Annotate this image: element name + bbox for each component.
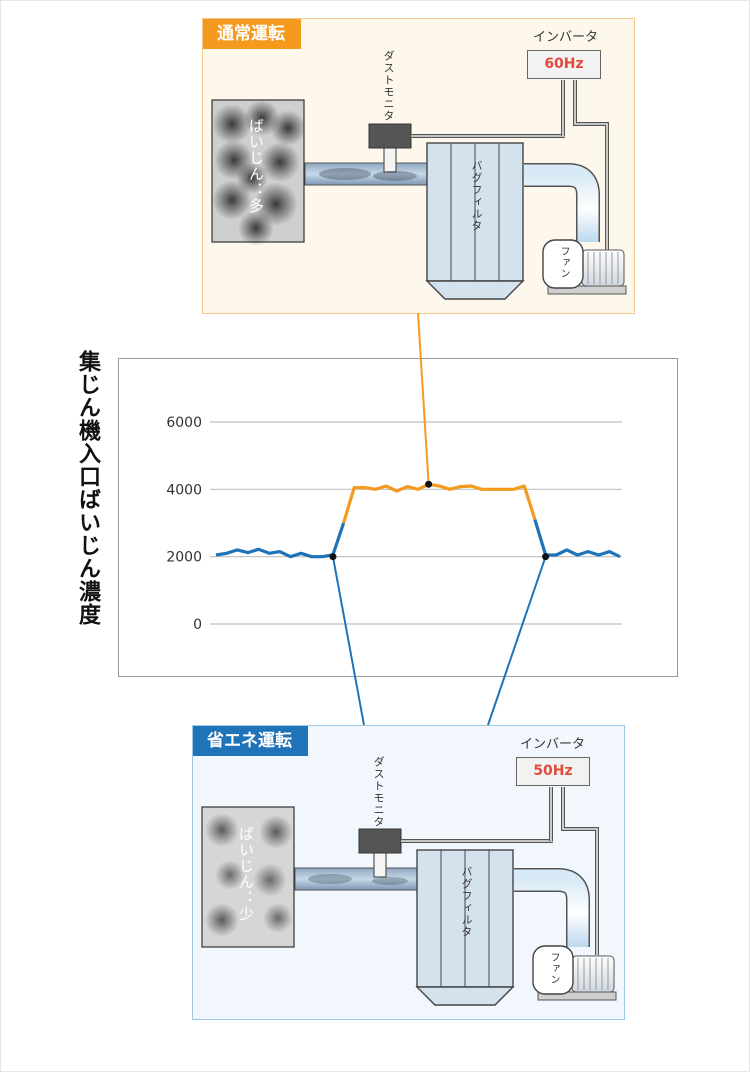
eco-dust-label: ばいじん：少 [237,826,255,922]
eco-fan-label: ファン [548,952,559,985]
chart-marker-2 [542,553,550,561]
y-axis-title: 集じん機入口ばいじん濃度 [75,350,100,626]
normal-equipment [211,80,627,300]
normal-dust-monitor-label: ダストモニタ [382,50,395,122]
y-tick-label: 0 [193,617,202,633]
eco-fan-casing [532,945,574,995]
y-tick-label: 4000 [166,482,202,498]
eco-series-line-before [215,522,346,559]
eco-dust-monitor-label: ダストモニタ [372,756,385,828]
normal-dust-label: ばいじん：多 [247,118,265,214]
normal-inverter-label: インバータ [533,30,599,45]
eco-inverter-label: インバータ [520,737,586,752]
eco-panel-title: 省エネ運転 [193,726,308,756]
normal-fan-label: ファン [558,246,569,279]
normal-inverter-box: 60Hz [527,50,601,79]
eco-bag-filter-label: バグフィルタ [460,866,473,938]
eco-connector-line-left [331,556,365,726]
eco-equipment [201,787,617,1006]
eco-connector-line-right [487,556,547,726]
chart-marker-1 [425,480,433,488]
eco-series-line-after [533,519,621,559]
normal-bag-filter-label: バグフィルタ [470,160,483,232]
normal-series-line [342,482,537,524]
y-tick-label: 2000 [166,550,202,566]
chart-marker-0 [329,553,337,561]
eco-inverter-box: 50Hz [516,757,590,786]
normal-panel-title: 通常運転 [203,19,301,49]
y-tick-label: 6000 [166,415,202,431]
normal-fan-casing [542,239,584,289]
normal-connector-line [417,312,430,485]
